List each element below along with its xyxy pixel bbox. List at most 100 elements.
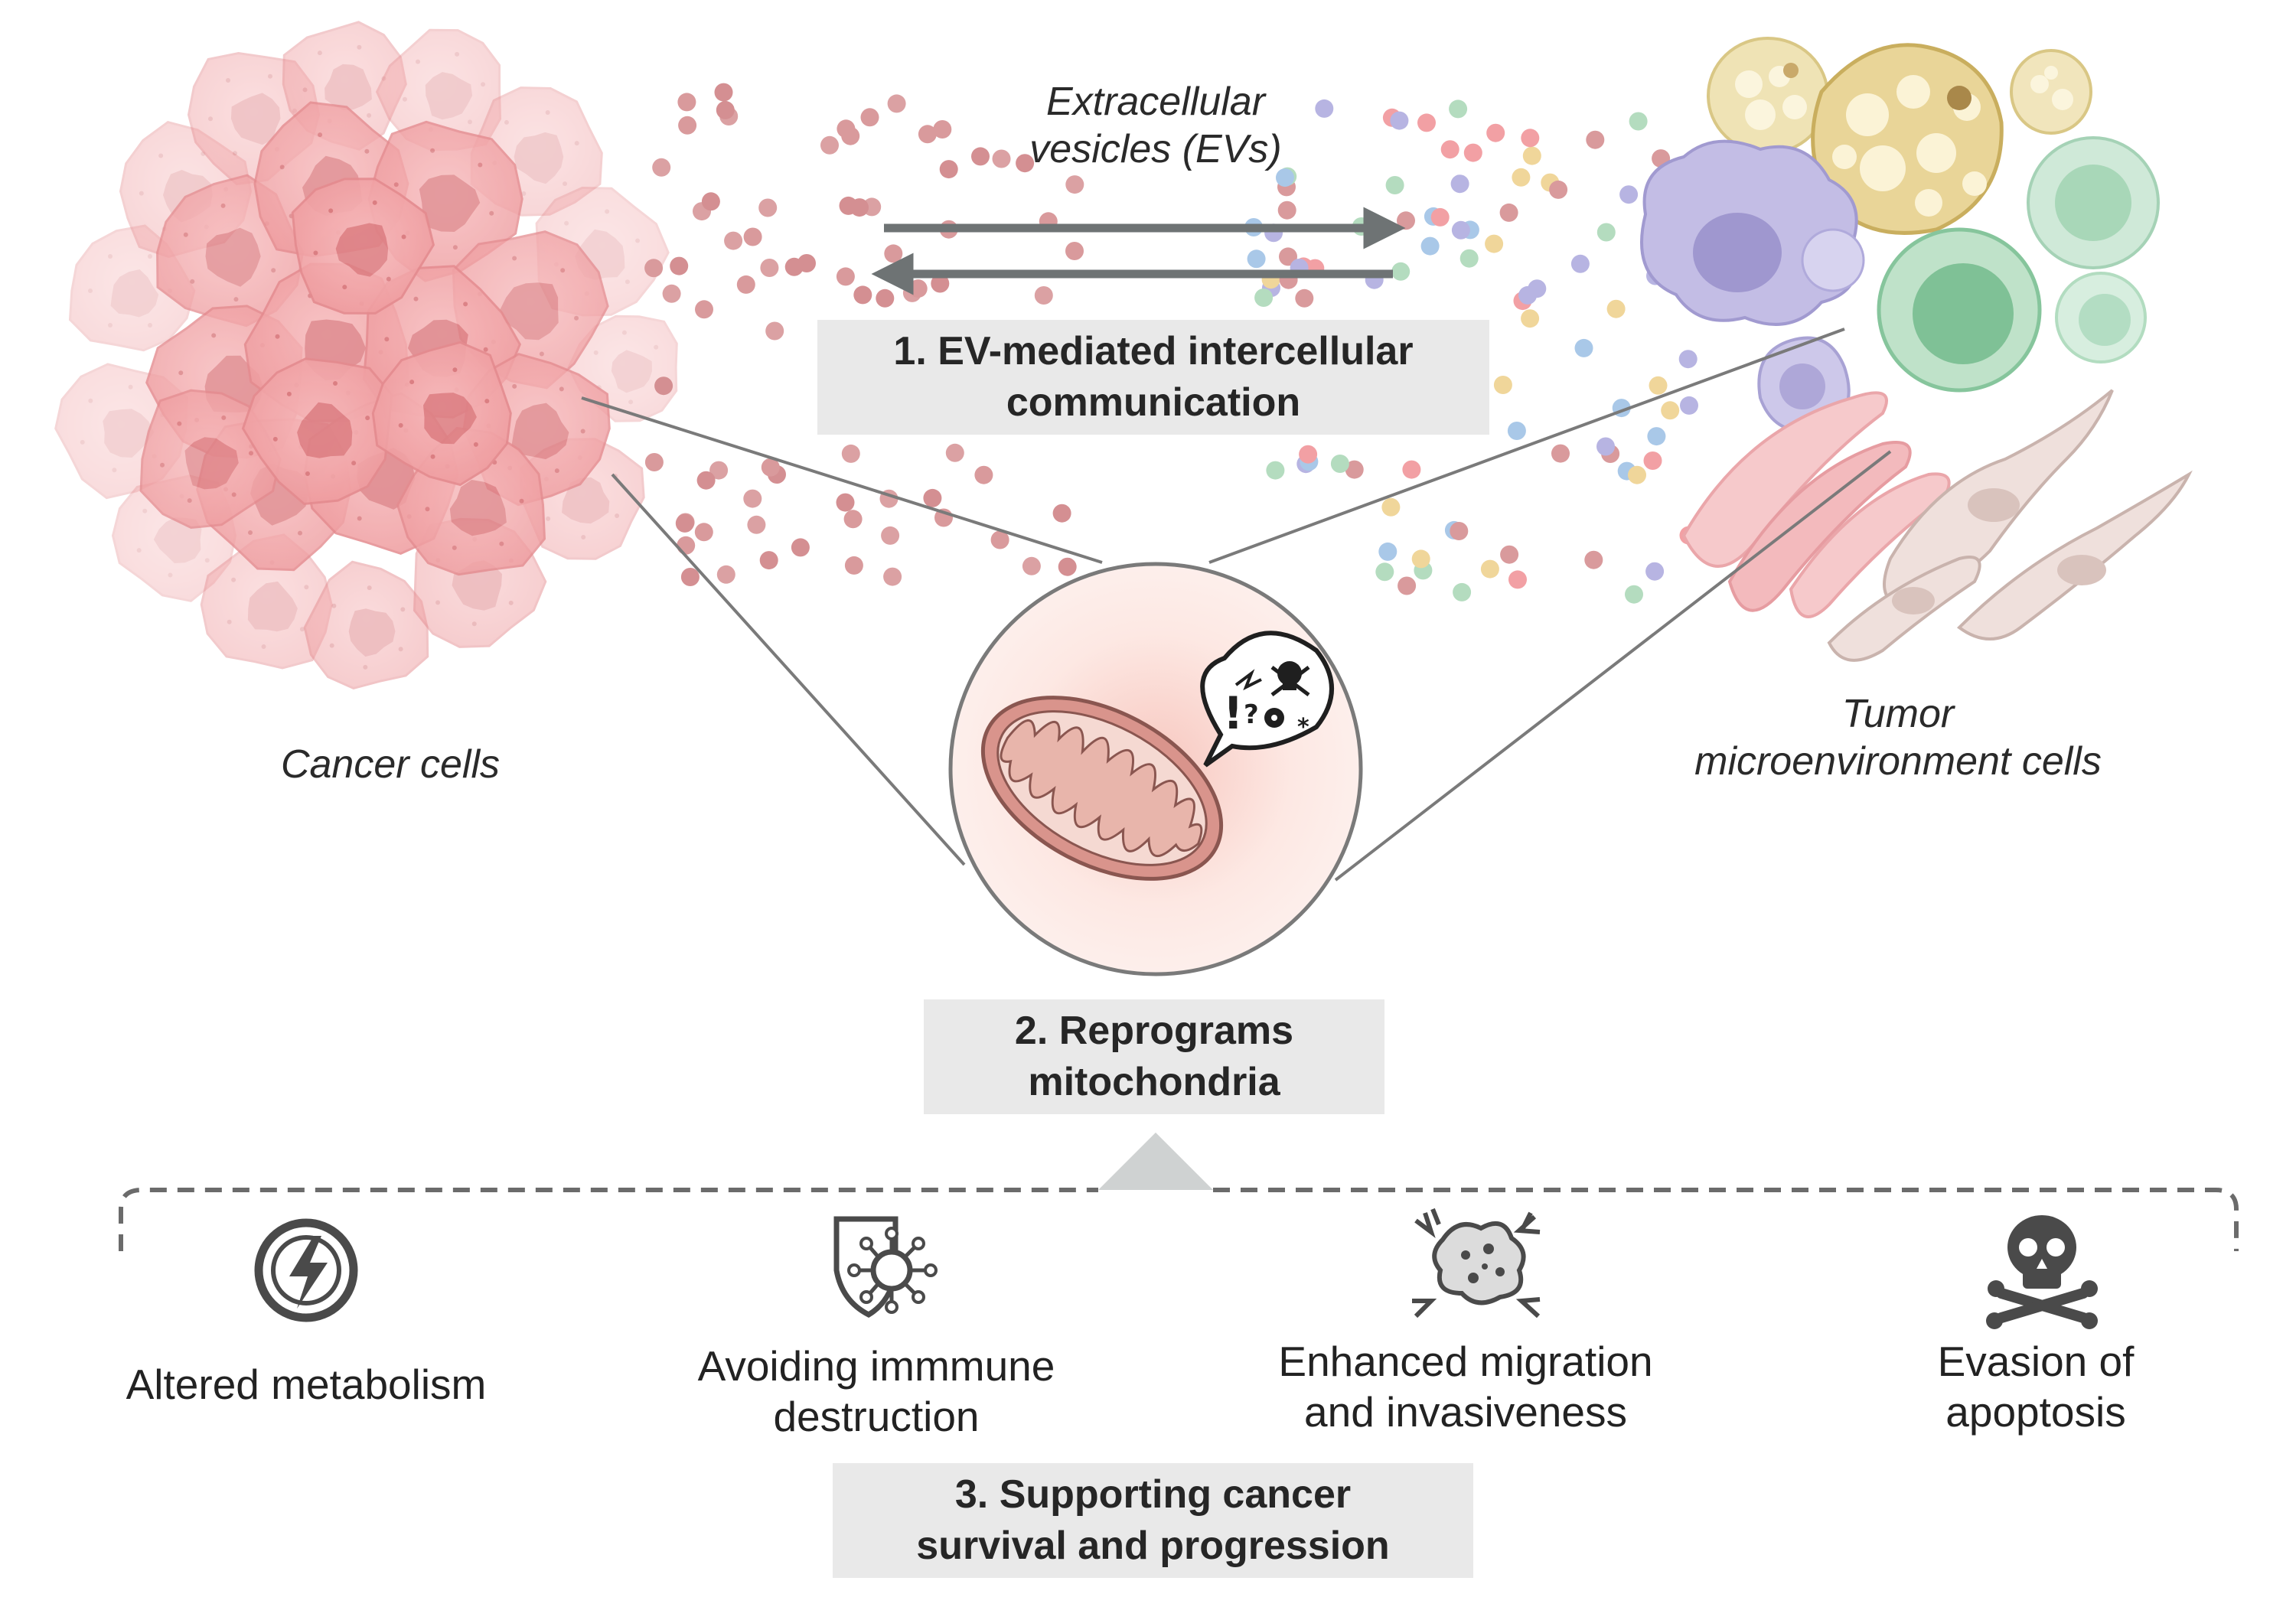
step3-line2: survival and progression	[916, 1524, 1390, 1568]
vesicle	[836, 493, 855, 512]
vesicle	[1628, 465, 1646, 484]
hallmark-evasion-of-apoptosis: Evasion of apoptosis	[1806, 1336, 2265, 1437]
vesicle	[716, 565, 735, 584]
vesicle	[1643, 451, 1662, 470]
vesicle	[1295, 288, 1314, 308]
vesicle	[931, 274, 950, 293]
vesicle	[990, 530, 1009, 549]
vesicle	[841, 444, 860, 463]
fibroblast-cell	[1827, 389, 2193, 662]
skull-crossbones-icon	[1986, 1215, 2098, 1329]
vesicle	[1402, 460, 1421, 479]
vesicle	[695, 300, 713, 319]
step2-box: 2. Reprograms mitochondria	[924, 999, 1384, 1114]
step1-box: 1. EV-mediated intercellular communicati…	[817, 320, 1489, 435]
vesicle	[1649, 376, 1668, 395]
lightning-bolt-icon	[254, 1218, 358, 1322]
step1-line2: communication	[1006, 380, 1301, 425]
vesicle	[1052, 504, 1071, 523]
pointer-triangle	[1098, 1133, 1213, 1190]
hallmark-label-line2: apoptosis	[1945, 1388, 2126, 1436]
vesicle	[1521, 309, 1540, 328]
vesicle	[1647, 427, 1666, 446]
cancer-cell	[241, 357, 393, 506]
vesicle	[1629, 112, 1648, 131]
vesicle	[1065, 175, 1084, 194]
hallmark-label-line2: destruction	[773, 1393, 980, 1440]
vesicle	[1385, 176, 1404, 194]
vesicle	[1330, 455, 1349, 473]
macrophage-cell	[1640, 139, 1865, 433]
vesicle	[908, 279, 928, 298]
shield-virus-icon	[833, 1216, 938, 1319]
vesicle	[1450, 174, 1469, 194]
vesicle	[881, 526, 900, 545]
vesicle	[1521, 129, 1540, 148]
hallmark-enhanced-migration: Enhanced migration and invasiveness	[1236, 1336, 1695, 1437]
vesicle	[675, 513, 694, 533]
vesicle	[933, 120, 952, 139]
cancer-cell	[371, 341, 512, 487]
tumor-microenvironment-cells	[1640, 37, 2193, 662]
vesicle	[694, 523, 713, 542]
vesicle	[709, 461, 729, 480]
tme-label-line2: microenvironment cells	[1694, 739, 2102, 784]
cancer-cell	[303, 560, 429, 689]
lightning-small-icon	[1234, 669, 1262, 691]
hallmark-altered-metabolism: Altered metabolism	[77, 1359, 536, 1410]
vesicle	[724, 231, 743, 250]
vesicle	[1420, 236, 1440, 256]
vesicle	[1299, 445, 1318, 464]
zoom-connector-lines	[581, 328, 1892, 882]
svg-text:!: !	[1223, 687, 1243, 739]
vesicle	[1277, 200, 1296, 220]
vesicle	[1584, 550, 1603, 569]
vesicle	[1606, 299, 1626, 318]
vesicle	[1574, 338, 1593, 357]
vesicle	[696, 471, 716, 490]
vesicle	[1417, 113, 1436, 132]
svg-text:*: *	[1297, 714, 1309, 741]
vesicle	[1485, 234, 1504, 253]
hallmarks-dashed-bracket	[119, 1188, 2239, 1251]
vesicle	[850, 198, 869, 217]
radiation-icon	[1264, 708, 1284, 728]
cancer-cells-label: Cancer cells	[280, 742, 501, 787]
tme-label-line1: Tumor	[1841, 692, 1955, 736]
vesicle	[1680, 396, 1698, 415]
vesicle	[1480, 559, 1499, 579]
vesicle	[853, 285, 872, 305]
skull-icon	[1270, 661, 1310, 696]
vesicle	[784, 257, 804, 276]
vesicle	[1500, 545, 1519, 564]
vesicle	[1375, 562, 1394, 582]
hallmark-avoiding-immune-destruction: Avoiding immmune destruction	[647, 1341, 1106, 1442]
vesicle	[1397, 211, 1415, 230]
vesicle	[945, 443, 964, 462]
vesicle	[670, 256, 689, 275]
adipocyte-cell	[1707, 37, 1829, 155]
vesicle	[1390, 111, 1409, 130]
vesicle	[939, 160, 958, 179]
vesicle	[843, 510, 863, 529]
vesicle	[844, 556, 863, 575]
adipocyte-cell	[2010, 49, 2092, 135]
vesicle	[1391, 262, 1411, 281]
vesicle	[1065, 242, 1084, 260]
vesicle	[1661, 401, 1680, 420]
vesicle	[887, 94, 906, 113]
vesicle	[876, 288, 895, 308]
lymphocyte-cell	[2055, 272, 2147, 363]
vesicle	[644, 259, 664, 278]
vesicle	[1276, 168, 1294, 187]
vesicle	[1450, 522, 1469, 540]
vesicle	[1266, 461, 1285, 480]
ev-label-line2: vesicles (EVs)	[1029, 127, 1282, 172]
ev-label-line1: Extracellular	[1045, 80, 1266, 124]
vesicle	[1645, 562, 1665, 581]
vesicle	[716, 100, 735, 119]
vesicle	[1512, 168, 1531, 187]
cancer-cell	[375, 28, 502, 152]
vesicle	[760, 259, 779, 277]
